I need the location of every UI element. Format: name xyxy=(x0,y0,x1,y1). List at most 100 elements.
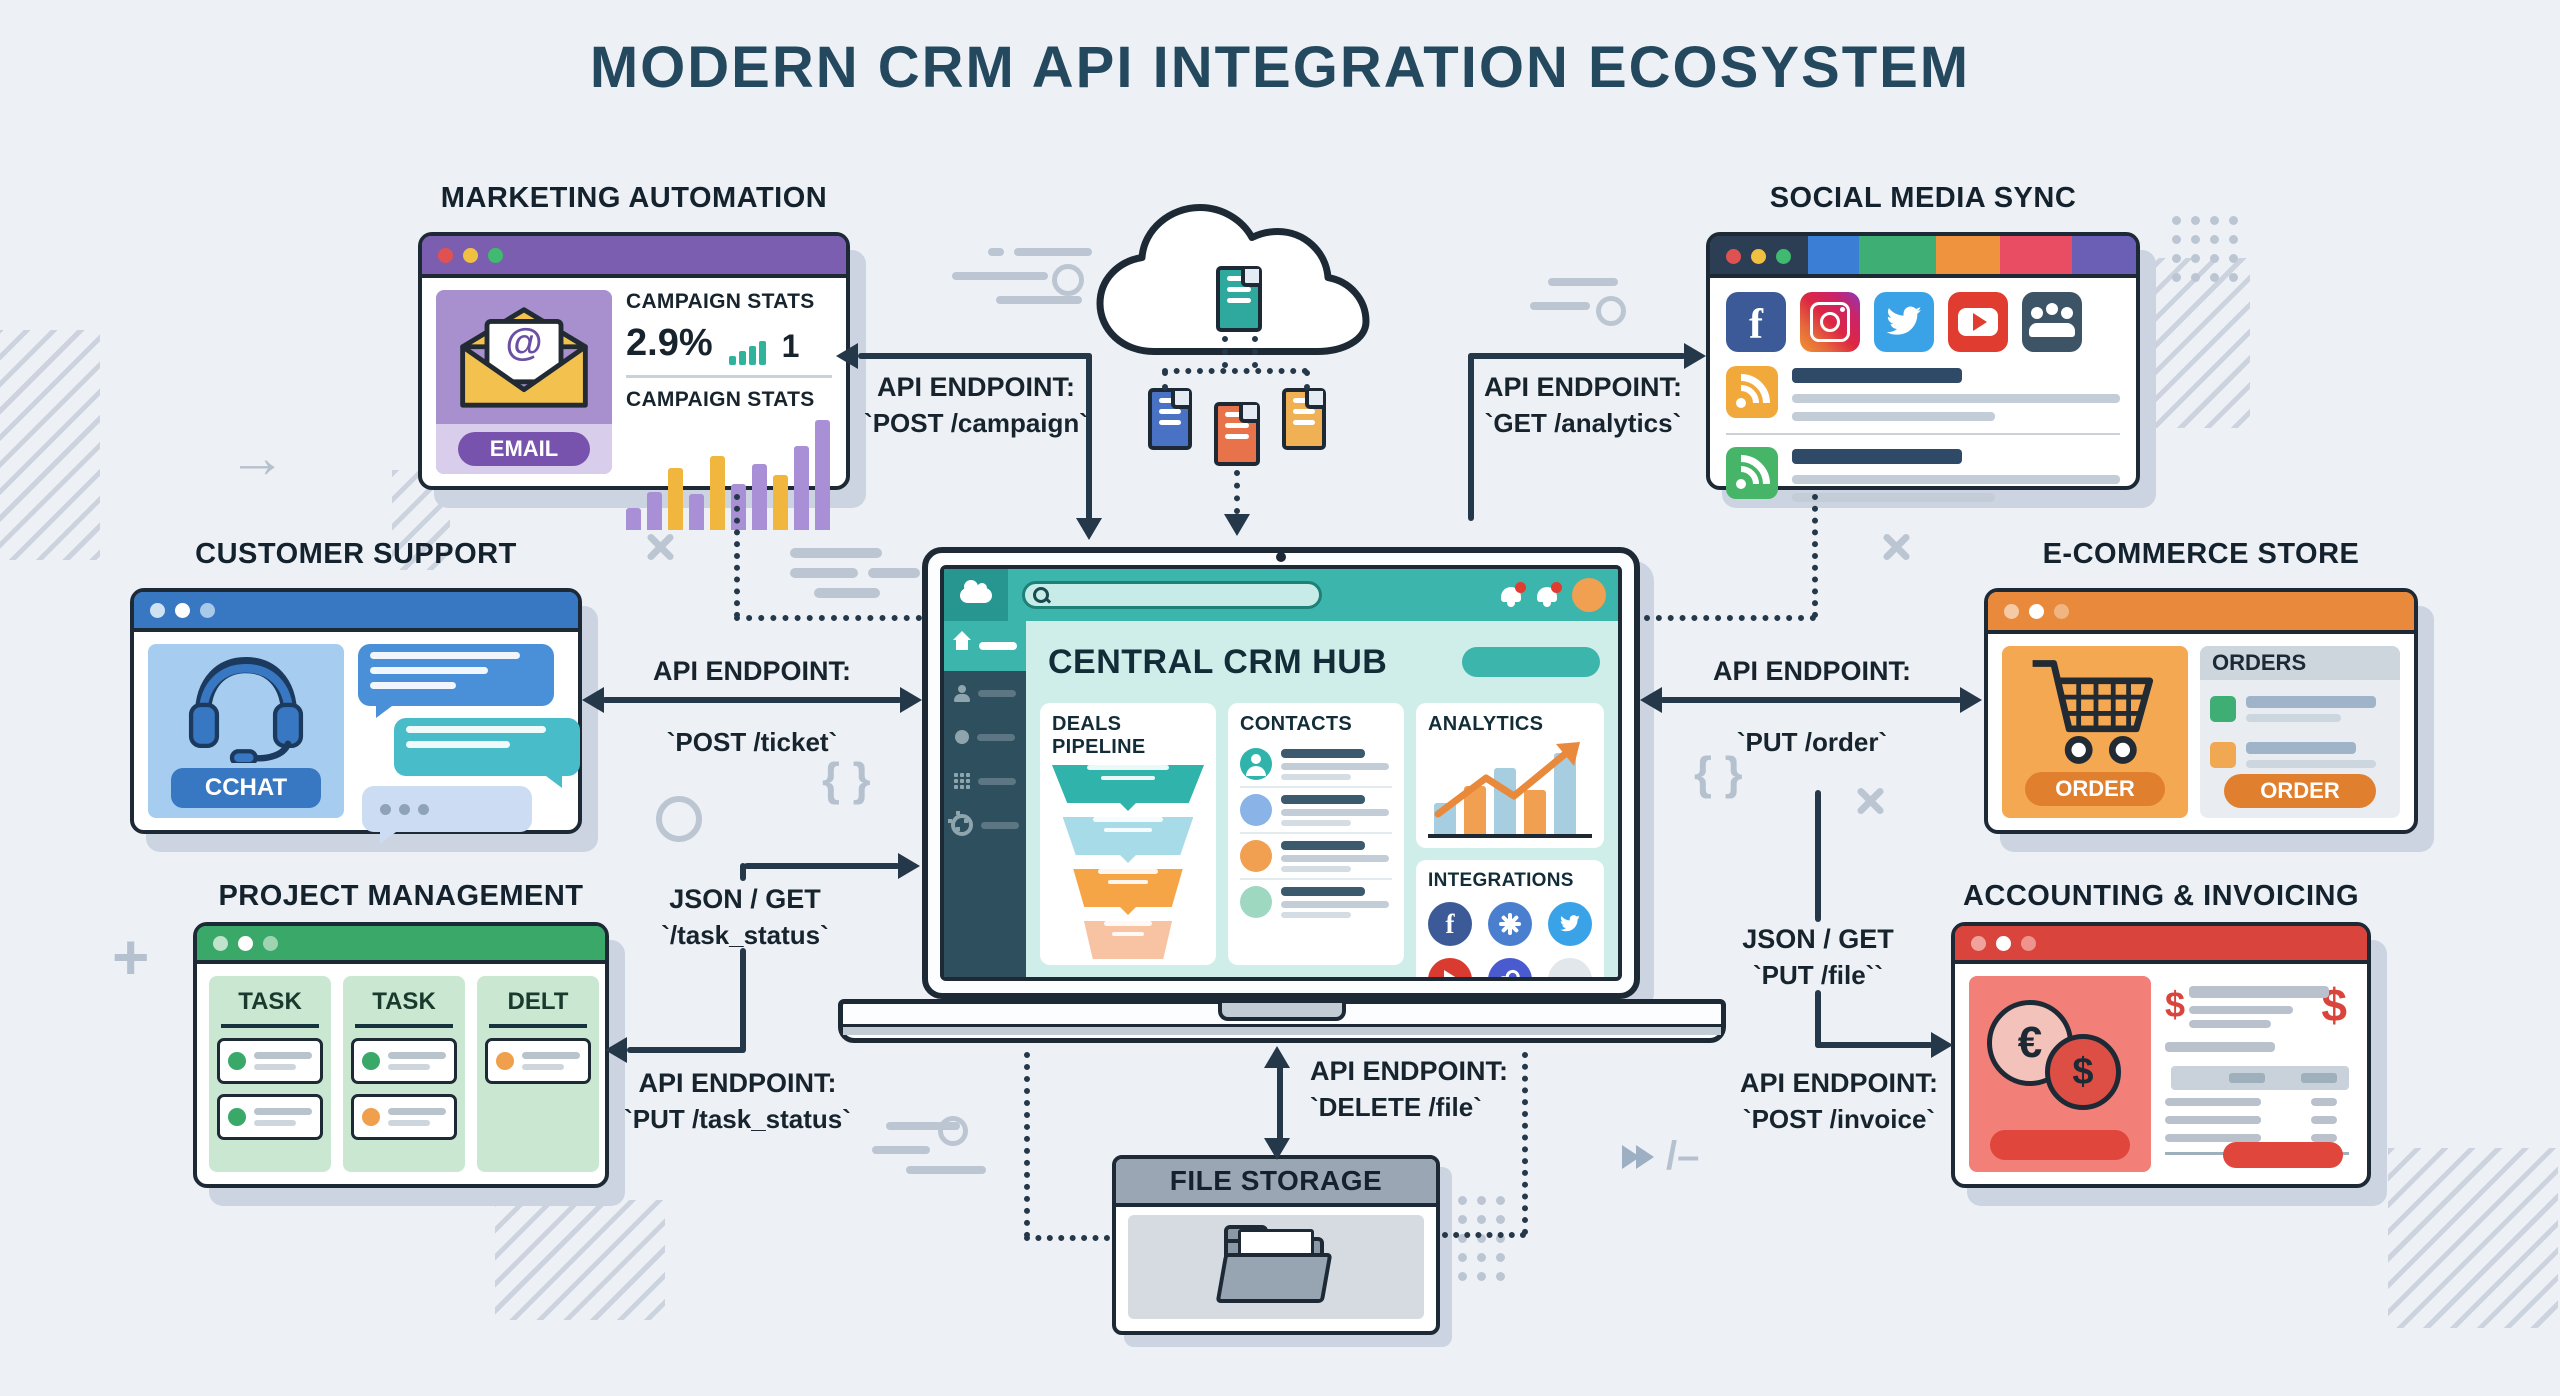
connector xyxy=(1815,790,1821,922)
arrowhead xyxy=(1076,518,1102,540)
twitter-icon[interactable] xyxy=(1874,292,1934,352)
order-button-2[interactable]: ORDER xyxy=(2224,774,2376,808)
central-crm-laptop: CENTRAL CRM HUB DEALS PIPELINE CONTACTS xyxy=(922,547,1640,999)
cart-panel: ORDER xyxy=(2002,646,2188,818)
contact-row[interactable] xyxy=(1240,880,1392,924)
support-card: CCHAT xyxy=(130,588,582,844)
sidebar-item-home[interactable] xyxy=(944,621,1026,671)
integration-more-icon[interactable] xyxy=(1548,958,1592,977)
plus-decoration: + xyxy=(112,921,150,993)
chat-bubble-blue xyxy=(358,644,554,718)
integration-youtube-icon[interactable] xyxy=(1428,958,1472,977)
slider-decoration xyxy=(906,1166,986,1174)
grid-icon xyxy=(954,773,970,789)
dollar-sign-small: $ xyxy=(2165,984,2186,1025)
contact-row[interactable] xyxy=(1240,742,1392,788)
search-input[interactable] xyxy=(1022,581,1322,609)
window-dot-yellow[interactable] xyxy=(1751,249,1766,264)
contact-row[interactable] xyxy=(1240,834,1392,880)
social-titlebar xyxy=(1710,236,2136,278)
integration-link-icon[interactable] xyxy=(1488,958,1532,977)
instagram-icon[interactable] xyxy=(1800,292,1860,352)
notification-bell-icon[interactable] xyxy=(1500,582,1526,607)
sidebar-item-contacts[interactable] xyxy=(944,671,1026,715)
task-lines xyxy=(388,1108,446,1126)
campaign-stat-value: 2.9% xyxy=(626,322,713,364)
analytics-bar xyxy=(1524,789,1546,834)
arrowhead xyxy=(582,687,604,713)
alert-bell-icon[interactable] xyxy=(1536,582,1562,607)
youtube-icon[interactable] xyxy=(1948,292,2008,352)
kanban-column-title: TASK xyxy=(221,984,319,1028)
task-card[interactable] xyxy=(351,1038,457,1084)
window-dot[interactable] xyxy=(2029,603,2044,619)
ecommerce-titlebar xyxy=(1988,592,2414,634)
campaign-bar xyxy=(647,492,662,530)
kanban-column: TASK xyxy=(209,976,331,1172)
social-card: f xyxy=(1706,232,2140,502)
email-button[interactable]: EMAIL xyxy=(458,432,590,466)
invoice-table-header xyxy=(2171,1066,2349,1090)
task-card[interactable] xyxy=(217,1094,323,1140)
accounting-button[interactable] xyxy=(1990,1130,2130,1160)
mini-bar xyxy=(758,341,766,365)
window-dot-red[interactable] xyxy=(438,247,453,263)
task-card[interactable] xyxy=(485,1038,591,1084)
window-dot[interactable] xyxy=(175,602,190,618)
task-card[interactable] xyxy=(351,1094,457,1140)
window-dot[interactable] xyxy=(1971,935,1986,951)
email-panel: @ EMAIL xyxy=(436,290,612,474)
braces-decoration: { } xyxy=(822,753,871,805)
window-dot[interactable] xyxy=(200,602,215,618)
community-icon[interactable] xyxy=(2022,292,2082,352)
rss-feed-icon-green[interactable] xyxy=(1726,447,1778,499)
window-dot-yellow[interactable] xyxy=(463,247,478,263)
window-dot[interactable] xyxy=(2054,603,2069,619)
status-dot-green xyxy=(228,1052,246,1070)
window-dot-red[interactable] xyxy=(1726,249,1741,264)
ecommerce-card: ORDER ORDERS xyxy=(1984,588,2418,834)
contact-row[interactable] xyxy=(1240,788,1392,834)
user-avatar[interactable] xyxy=(1572,578,1606,612)
contact-lines xyxy=(1281,794,1389,826)
facebook-icon[interactable]: f xyxy=(1726,292,1786,352)
sidebar-item-settings[interactable] xyxy=(944,803,1026,847)
task-lines xyxy=(254,1052,312,1070)
window-dot[interactable] xyxy=(2004,603,2019,619)
invoice-button[interactable] xyxy=(2223,1142,2343,1168)
titlebar-segment xyxy=(1807,236,1860,274)
order-button[interactable]: ORDER xyxy=(2025,772,2165,806)
x-decoration xyxy=(1878,530,1912,564)
contacts-panel: CONTACTS xyxy=(1228,703,1404,965)
window-dot[interactable] xyxy=(213,935,228,951)
hub-action-button[interactable] xyxy=(1462,647,1600,677)
mini-bar-chart-icon xyxy=(728,335,766,365)
endpoint-label-order: API ENDPOINT:`PUT /order` xyxy=(1712,656,1912,757)
window-dot-green[interactable] xyxy=(488,247,503,263)
chat-button[interactable]: CCHAT xyxy=(171,768,321,808)
integration-snowflake-icon[interactable] xyxy=(1488,902,1532,946)
window-dot[interactable] xyxy=(150,602,165,618)
integration-twitter-icon[interactable] xyxy=(1548,902,1592,946)
window-dot-green[interactable] xyxy=(1776,249,1791,264)
integration-facebook-icon[interactable]: f xyxy=(1428,902,1472,946)
lines-decoration xyxy=(790,548,882,558)
hatch-decoration xyxy=(0,330,100,560)
sidebar-item-deals[interactable] xyxy=(944,715,1026,759)
headset-icon xyxy=(188,657,304,763)
window-dot[interactable] xyxy=(2021,935,2036,951)
window-dot[interactable] xyxy=(263,935,278,951)
marketing-card: @ EMAIL CAMPAIGN STATS 2.9% 1 CAMPAIGN S… xyxy=(418,232,850,530)
x-decoration xyxy=(1852,784,1886,818)
order-row xyxy=(2210,738,2390,772)
campaign-bar xyxy=(815,420,830,530)
slider-decoration xyxy=(1530,302,1590,310)
rss-feed-icon-orange[interactable] xyxy=(1726,366,1778,418)
laptop-base xyxy=(838,999,1726,1043)
task-card[interactable] xyxy=(217,1038,323,1084)
feed-lines xyxy=(1792,447,2120,502)
window-dot[interactable] xyxy=(1996,935,2011,951)
sidebar-item-apps[interactable] xyxy=(944,759,1026,803)
lines-decoration xyxy=(868,568,920,578)
window-dot[interactable] xyxy=(238,935,253,951)
